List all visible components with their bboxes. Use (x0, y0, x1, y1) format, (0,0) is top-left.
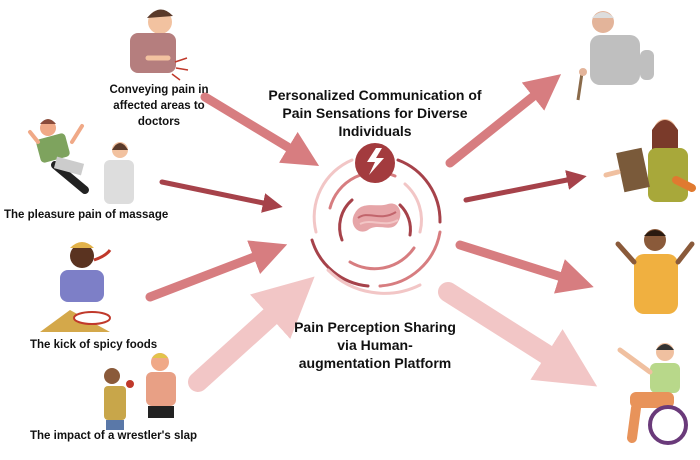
wheelchair-user-illustration (617, 343, 688, 445)
person-stomach-pain-illustration (130, 9, 189, 81)
arrow-doctors-in (200, 92, 320, 166)
label-line: The impact of a wrestler's slap (30, 430, 197, 442)
title-personalized-communication: Personalized Communication of Pain Sensa… (265, 86, 485, 140)
arrow-woman-out (463, 170, 587, 203)
title-bottom-line: via Human- (337, 337, 413, 353)
arrow-slap-in (188, 276, 315, 392)
arrow-massage-in (159, 179, 283, 213)
label-line: affected areas to (113, 100, 205, 112)
woman-with-clipboard-illustration (603, 119, 696, 202)
label-spicy-foods: The kick of spicy foods (30, 337, 170, 353)
label-line: Conveying pain in (109, 84, 209, 96)
title-pain-perception-sharing: Pain Perception Sharing via Human- augme… (265, 318, 485, 372)
arrow-man-out (455, 240, 594, 294)
arrow-elderly-out (445, 74, 562, 168)
title-top-line: Pain Sensations for Diverse (282, 105, 468, 121)
elderly-person-illustration (576, 11, 654, 101)
title-bottom-line: Pain Perception Sharing (294, 319, 456, 335)
label-line: doctors (137, 116, 181, 128)
label-line: The pleasure pain of massage (4, 209, 169, 221)
label-line: The kick of spicy foods (30, 339, 158, 351)
label-wrestler-slap: The impact of a wrestler's slap (30, 428, 220, 444)
arrow-wheelchair-out (438, 282, 598, 387)
pain-lightning-icon (355, 143, 395, 183)
excited-man-illustration (615, 229, 695, 314)
title-bottom-line: augmentation Platform (298, 355, 452, 371)
spicy-food-illustration (40, 242, 112, 332)
title-top-line: Individuals (338, 123, 412, 139)
sensation-wave-icon (352, 203, 401, 232)
title-top-line: Personalized Communication of (268, 87, 482, 103)
label-conveying-pain: Conveying pain in affected areas to doct… (100, 82, 218, 130)
massage-illustration (28, 119, 134, 204)
wrestler-slap-illustration (104, 353, 176, 430)
label-massage: The pleasure pain of massage (4, 207, 174, 223)
arrow-spicy-in (145, 240, 288, 302)
platform-rings (310, 158, 442, 295)
